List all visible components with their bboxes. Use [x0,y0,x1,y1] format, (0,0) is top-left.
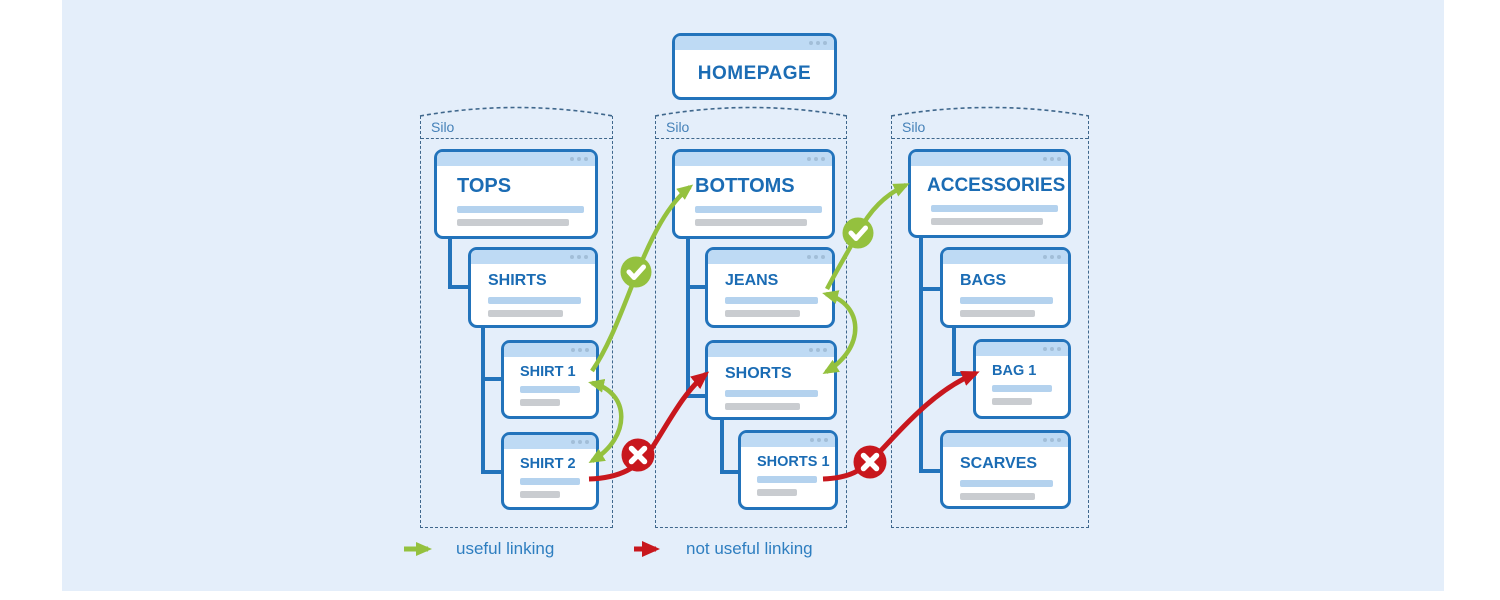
content-line-gray [725,310,800,317]
window-dots-icon [1043,255,1061,259]
page-title: SHIRTS [488,272,547,289]
window-dots-icon [807,157,825,161]
content-line-blue [992,385,1052,392]
page-shirts: SHIRTS [468,247,598,328]
content-line-blue [757,476,817,483]
silo-header: Silo [421,116,612,139]
window-titlebar [504,343,596,357]
content-line-gray [520,491,560,498]
page-title: SHIRT 1 [520,364,576,380]
window-titlebar [437,152,595,166]
content-line-gray [457,219,569,226]
page-shirt-1: SHIRT 1 [501,340,599,419]
content-line-blue [457,206,584,213]
content-line-blue [520,386,580,393]
page-title: JEANS [725,272,779,289]
content-line-gray [992,398,1032,405]
page-bag-1: BAG 1 [973,339,1071,419]
content-line-blue [960,297,1053,304]
page-title: TOPS [457,175,512,197]
content-line-blue [488,297,581,304]
page-shirt-2: SHIRT 2 [501,432,599,510]
content-line-blue [960,480,1053,487]
window-titlebar [976,342,1068,356]
page-title: SHORTS 1 [757,454,830,470]
window-dots-icon [1043,157,1061,161]
page-title: ACCESSORIES [927,175,1066,196]
silo-label: Silo [902,119,926,135]
window-dots-icon [1043,438,1061,442]
window-titlebar [675,36,834,50]
content-line-gray [695,219,807,226]
window-titlebar [708,343,834,357]
page-accessories: ACCESSORIES [908,149,1071,238]
window-dots-icon [570,157,588,161]
window-dots-icon [810,438,828,442]
window-titlebar [675,152,832,166]
content-line-gray [520,399,560,406]
window-titlebar [708,250,832,264]
silo-label: Silo [666,119,690,135]
content-line-blue [931,205,1058,212]
content-line-gray [960,310,1035,317]
silo-label: Silo [431,119,455,135]
page-bottoms: BOTTOMS [672,149,835,239]
silo-header: Silo [656,116,846,139]
page-scarves: SCARVES [940,430,1071,509]
window-dots-icon [570,255,588,259]
content-line-gray [725,403,800,410]
page-bags: BAGS [940,247,1071,328]
content-line-blue [520,478,580,485]
content-line-gray [960,493,1035,500]
page-tops: TOPS [434,149,598,239]
window-dots-icon [807,255,825,259]
page-shorts-1: SHORTS 1 [738,430,838,510]
window-titlebar [943,250,1068,264]
content-line-gray [488,310,563,317]
page-title: SHIRT 2 [520,456,576,472]
legend-useful-label: useful linking [456,539,555,558]
page-title: HOMEPAGE [697,63,812,84]
silo-header: Silo [892,116,1088,139]
page-title: BAG 1 [992,363,1037,379]
content-line-gray [931,218,1043,225]
legend-not-useful-label: not useful linking [686,539,813,558]
page-title: SCARVES [960,455,1038,472]
page-title: BAGS [960,272,1007,289]
page-shorts: SHORTS [705,340,837,420]
window-dots-icon [809,41,827,45]
window-dots-icon [1043,347,1061,351]
window-titlebar [943,433,1068,447]
window-dots-icon [809,348,827,352]
page-title: SHORTS [725,365,792,382]
window-dots-icon [571,440,589,444]
content-line-blue [725,297,818,304]
page-homepage: HOMEPAGE [672,33,837,100]
window-titlebar [741,433,835,447]
page-jeans: JEANS [705,247,835,328]
content-line-blue [725,390,818,397]
content-line-blue [695,206,822,213]
content-line-gray [757,489,797,496]
silo-container-accessories: Silo [891,116,1089,528]
window-dots-icon [571,348,589,352]
window-titlebar [471,250,595,264]
page-title: BOTTOMS [695,175,795,197]
window-titlebar [504,435,596,449]
window-titlebar [911,152,1068,166]
